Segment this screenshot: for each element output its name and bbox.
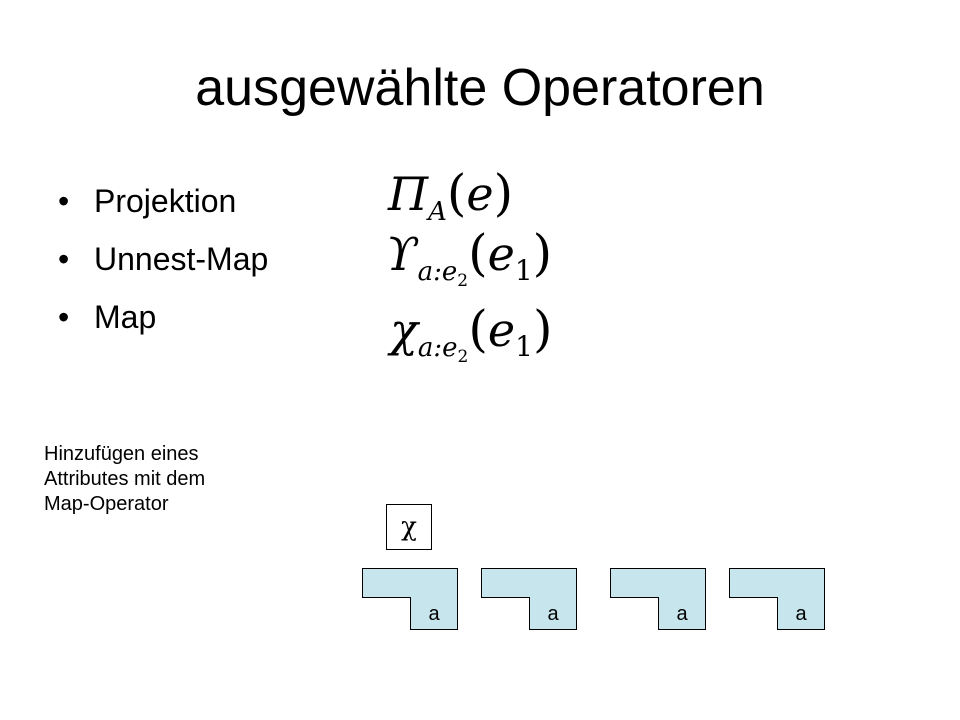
formula-operator: χ	[390, 303, 418, 357]
list-item-unnest-map: • Unnest-Map	[58, 230, 268, 288]
formula-subscript-text: a:e	[417, 257, 458, 287]
map-formula: χa:e2(e1)	[390, 303, 552, 366]
tuple-body	[729, 568, 825, 598]
tuple-attribute-cell: a	[658, 598, 706, 630]
formula-argument-subscript: 1	[515, 330, 533, 363]
formula-rparen: )	[493, 164, 514, 222]
formula-argument: e	[466, 167, 494, 221]
tuple: a	[481, 568, 577, 630]
caption-line: Hinzufügen eines	[44, 443, 199, 465]
formula-argument: e	[487, 303, 516, 357]
bullet-label: Map	[94, 299, 157, 335]
list-item-map: • Map	[58, 288, 268, 346]
formula-subscript-text: a:e	[417, 333, 458, 363]
projection-formula: ΠA(e)	[388, 167, 513, 225]
formula-lparen: (	[468, 300, 488, 358]
map-operator-box: χ	[386, 504, 432, 550]
diagram-caption: Hinzufügen eines Attributes mit dem Map-…	[44, 442, 205, 517]
formula-rparen: )	[532, 224, 553, 282]
tuple-body	[610, 568, 706, 598]
tuple-attribute-cell: a	[410, 598, 458, 630]
caption-line: Map-Operator	[44, 493, 169, 515]
formula-subscript: a:e2	[417, 333, 468, 366]
unnest-map-formula: ϒa:e2(e1)	[386, 227, 552, 290]
bullet-label: Projektion	[94, 183, 237, 219]
tuple-join	[659, 596, 705, 600]
operator-list: • Projektion • Unnest-Map • Map	[58, 172, 268, 346]
formula-subsubscript: 2	[457, 271, 469, 291]
tuple: a	[610, 568, 706, 630]
formula-argument-subscript: 1	[514, 254, 533, 287]
tuple: a	[362, 568, 458, 630]
tuple-join	[530, 596, 576, 600]
list-item-projection: • Projektion	[58, 172, 268, 230]
formula-rparen: )	[532, 300, 553, 358]
formula-subscript: a:e2	[417, 257, 468, 290]
bullet-icon: •	[58, 183, 70, 219]
tuple-join	[411, 596, 457, 600]
formula-lparen: (	[468, 224, 488, 282]
formula-argument: e	[487, 227, 515, 281]
slide-title: ausgewählte Operatoren	[195, 59, 765, 117]
tuple-body	[481, 568, 577, 598]
bullet-label: Unnest-Map	[94, 241, 269, 277]
tuple-attribute-cell: a	[777, 598, 825, 630]
formula-subsubscript: 2	[457, 347, 469, 367]
formula-operator: Π	[388, 167, 429, 221]
tuple-join	[778, 596, 824, 600]
tuple-attribute-cell: a	[529, 598, 577, 630]
tuple: a	[729, 568, 825, 630]
formula-lparen: (	[446, 164, 467, 222]
tuple-body	[362, 568, 458, 598]
formula-operator: ϒ	[386, 227, 418, 281]
formula-subscript: A	[428, 197, 447, 227]
caption-line: Attributes mit dem	[44, 468, 206, 490]
bullet-icon: •	[58, 241, 70, 277]
bullet-icon: •	[58, 299, 70, 335]
